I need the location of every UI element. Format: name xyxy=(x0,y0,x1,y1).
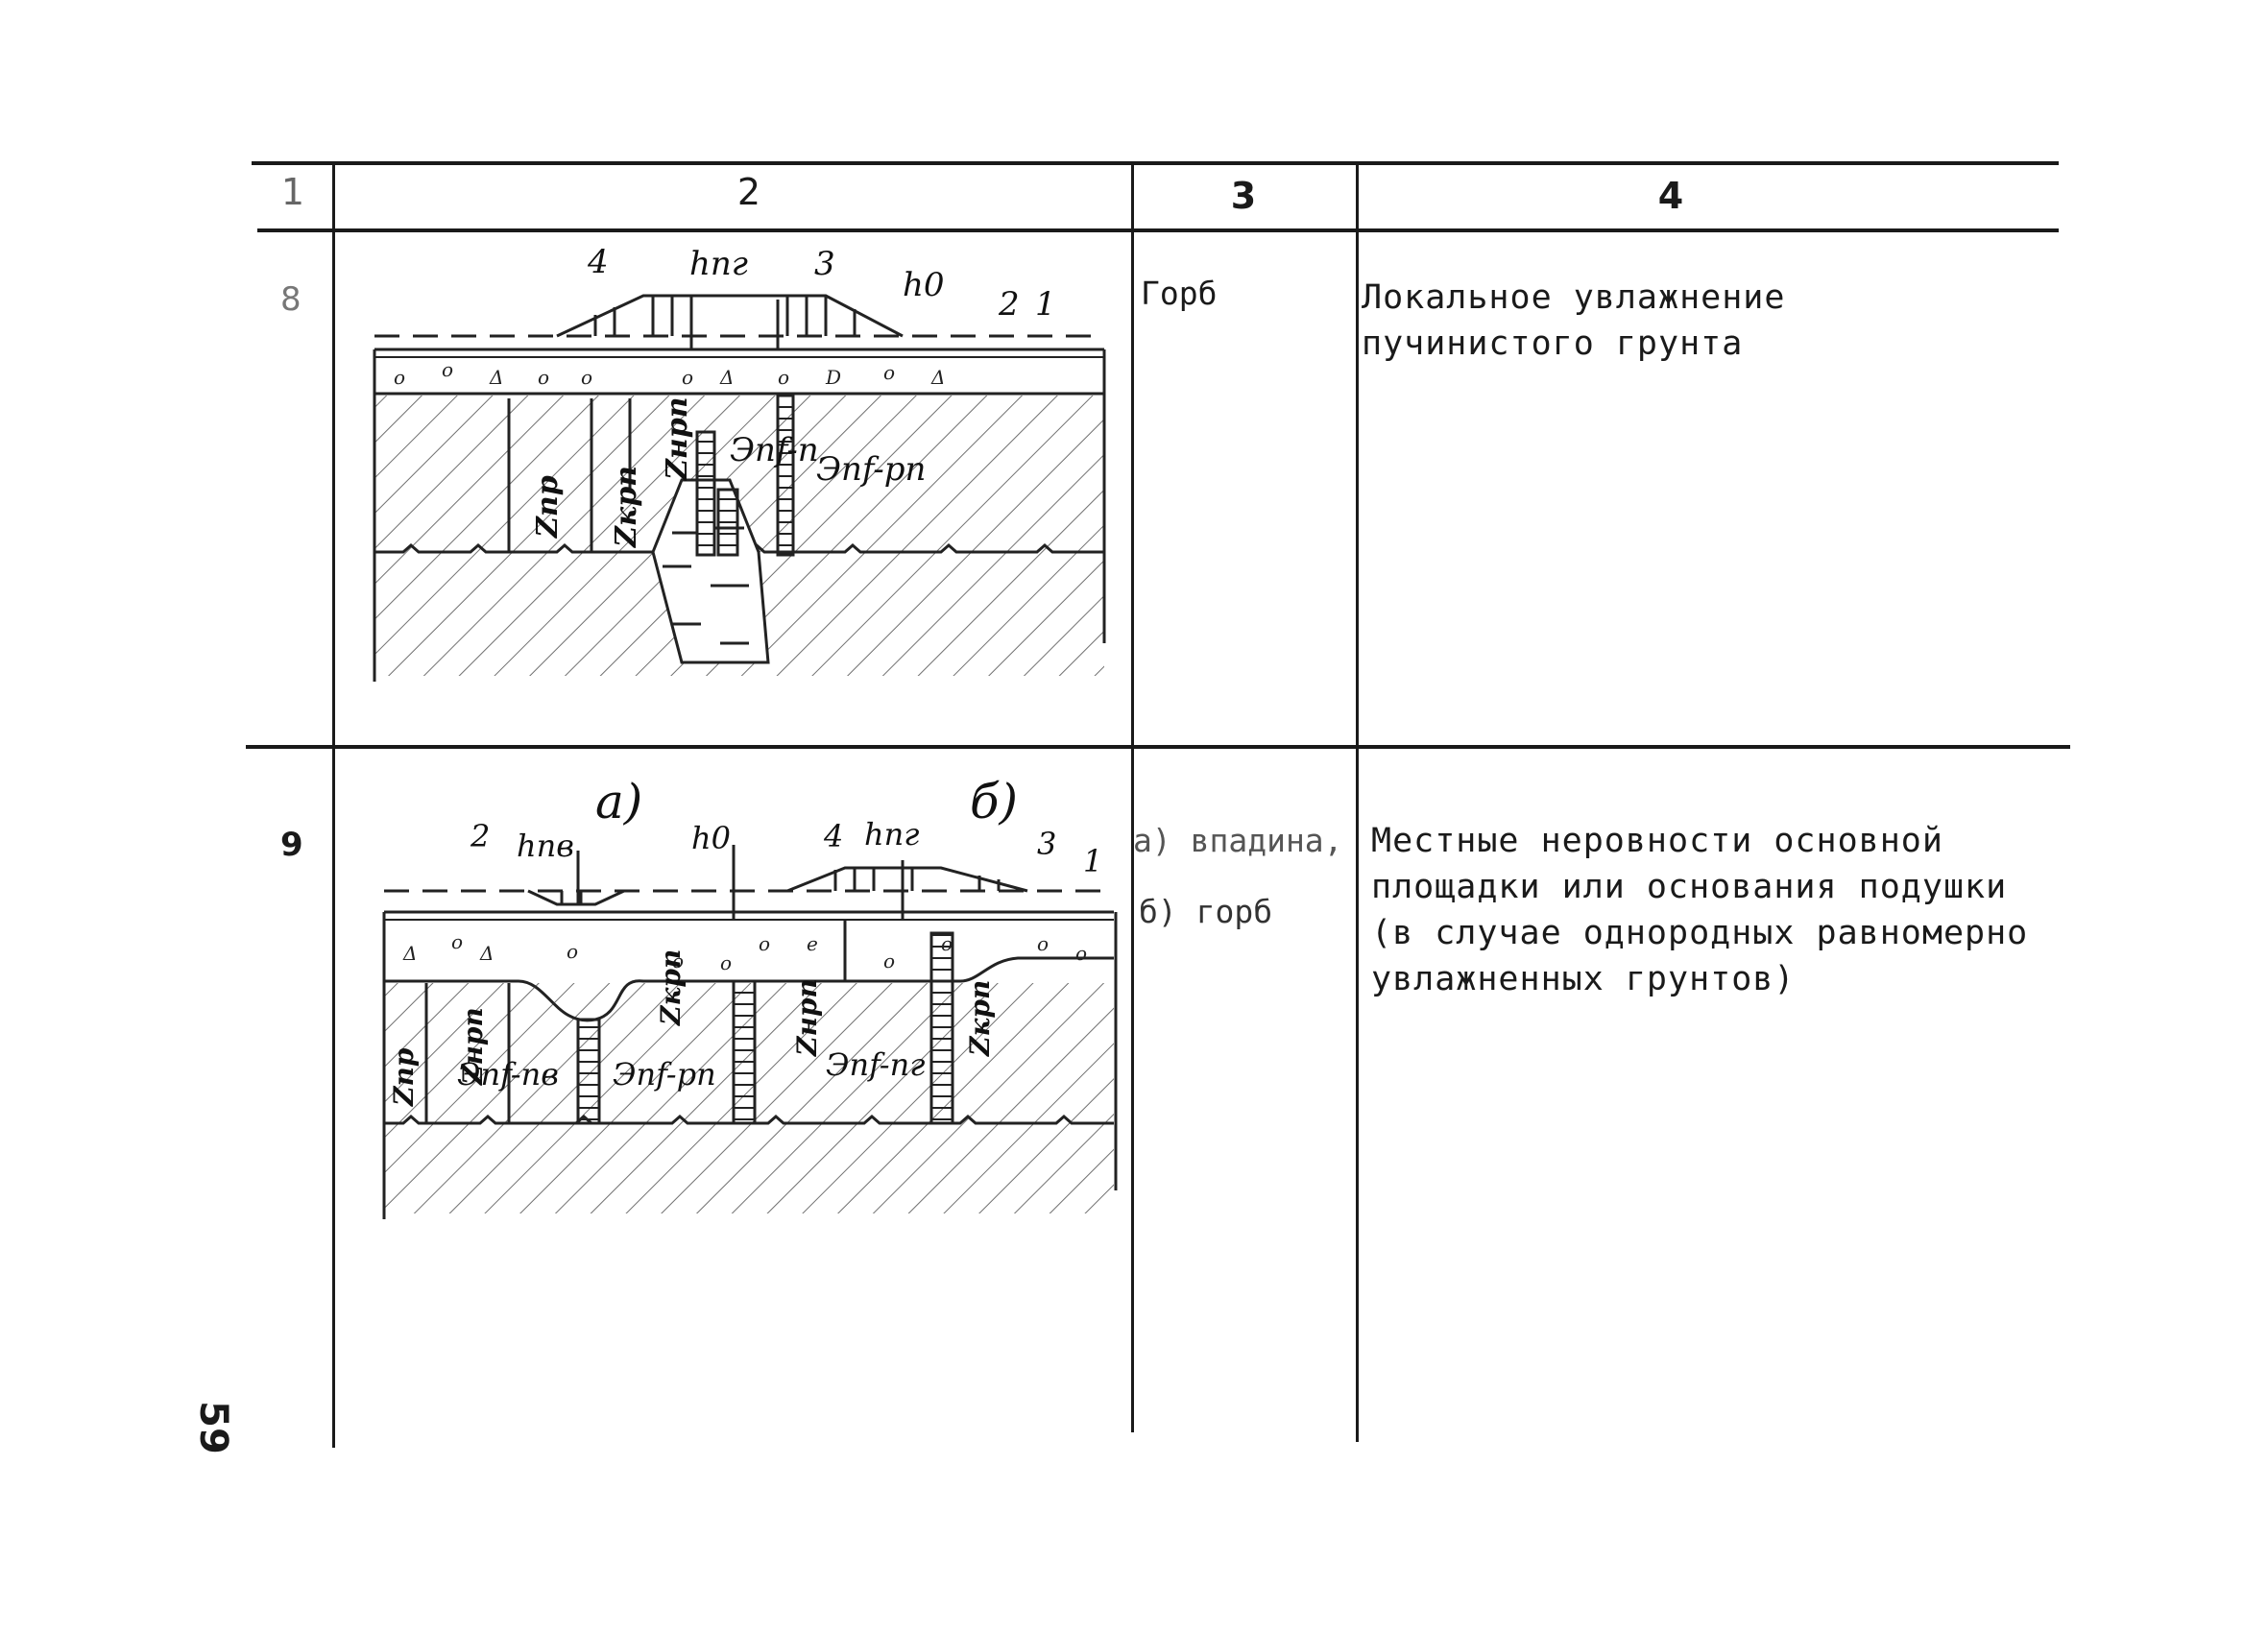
header-col-1: 1 xyxy=(280,171,305,213)
svg-text:Эпf-рп: Эпf-рп xyxy=(816,450,926,489)
svg-text:o: o xyxy=(778,366,789,389)
svg-text:hпв: hпв xyxy=(517,828,574,864)
figure-row-9-unevenness-diagram: ΔoΔ ooo oeo ooo а) б) 2 hпв h0 4 hпг 3 1… xyxy=(382,774,1118,1219)
svg-text:Эпf-рп: Эпf-рп xyxy=(613,1056,716,1093)
svg-text:3: 3 xyxy=(1037,826,1056,862)
svg-text:Zнрп: Zнрп xyxy=(661,396,694,481)
svg-text:Zкрп: Zкрп xyxy=(964,980,996,1057)
svg-text:Эпf-п: Эпf-п xyxy=(730,431,819,469)
svg-text:Zнрп: Zнрп xyxy=(457,1007,489,1086)
row-separator xyxy=(246,745,2070,749)
table-top-rule xyxy=(252,161,2059,165)
column-divider-3 xyxy=(1356,165,1359,1442)
svg-text:o: o xyxy=(682,366,693,389)
svg-text:а): а) xyxy=(595,774,642,829)
svg-text:e: e xyxy=(807,932,818,955)
row-8-number: 8 xyxy=(280,280,302,319)
hump-outline xyxy=(556,294,904,338)
svg-text:o: o xyxy=(1037,932,1049,955)
svg-text:Zнрп: Zнрп xyxy=(791,978,823,1057)
svg-text:o: o xyxy=(759,932,770,955)
svg-text:Zпр: Zпр xyxy=(531,475,565,539)
svg-text:2: 2 xyxy=(998,285,1020,324)
svg-text:Zпр: Zпр xyxy=(388,1047,420,1107)
row-9-name-b: б) горб xyxy=(1139,893,1273,930)
svg-text:o: o xyxy=(720,951,732,974)
header-bottom-rule xyxy=(257,228,2059,232)
svg-text:Δ: Δ xyxy=(489,366,503,389)
svg-text:Δ: Δ xyxy=(402,942,417,965)
svg-text:Эпf-пг: Эпf-пг xyxy=(826,1046,925,1083)
page-number: 59 xyxy=(190,1401,235,1454)
svg-text:Эпf-пв: Эпf-пв xyxy=(457,1056,559,1093)
svg-text:б): б) xyxy=(970,774,1018,829)
svg-text:h0: h0 xyxy=(691,820,731,856)
column-divider-2 xyxy=(1131,165,1134,1432)
header-col-2: 2 xyxy=(736,171,761,213)
svg-text:hпг: hпг xyxy=(689,245,748,283)
svg-text:o: o xyxy=(394,366,405,389)
wet-zone-lens xyxy=(651,478,770,664)
svg-text:Zкрп: Zкрп xyxy=(655,949,687,1026)
svg-text:Zкрп: Zкрп xyxy=(610,466,643,548)
svg-text:4: 4 xyxy=(823,818,843,854)
svg-text:1: 1 xyxy=(1035,285,1056,324)
row-9-name-a: а) впадина, xyxy=(1133,822,1343,859)
svg-text:h0: h0 xyxy=(903,266,945,304)
svg-text:o: o xyxy=(581,366,592,389)
svg-text:o: o xyxy=(451,930,463,953)
svg-text:D: D xyxy=(825,366,841,389)
svg-text:o: o xyxy=(883,361,895,384)
svg-text:2: 2 xyxy=(470,818,490,854)
header-col-3: 3 xyxy=(1230,175,1257,217)
svg-text:o: o xyxy=(442,358,453,381)
svg-text:o: o xyxy=(1075,942,1087,965)
svg-text:1: 1 xyxy=(1083,843,1102,879)
svg-text:Δ: Δ xyxy=(479,942,494,965)
svg-text:Δ: Δ xyxy=(930,366,945,389)
svg-text:o: o xyxy=(883,949,895,973)
svg-text:3: 3 xyxy=(814,245,835,283)
svg-text:hпг: hпг xyxy=(864,816,919,853)
svg-text:o: o xyxy=(538,366,549,389)
svg-text:4: 4 xyxy=(587,243,609,281)
svg-text:o: o xyxy=(567,940,578,963)
row-8-name: Горб xyxy=(1141,275,1218,312)
column-divider-1 xyxy=(332,161,335,1448)
svg-text:o: o xyxy=(672,949,684,973)
row-8-description: Локальное увлажнение пучинистого грунта xyxy=(1362,278,1786,363)
row-9-description: Местные неровности основной площадки или… xyxy=(1371,822,2029,998)
header-col-4: 4 xyxy=(1657,175,1684,217)
svg-text:Δ: Δ xyxy=(719,366,734,389)
row-9-number: 9 xyxy=(280,826,303,864)
